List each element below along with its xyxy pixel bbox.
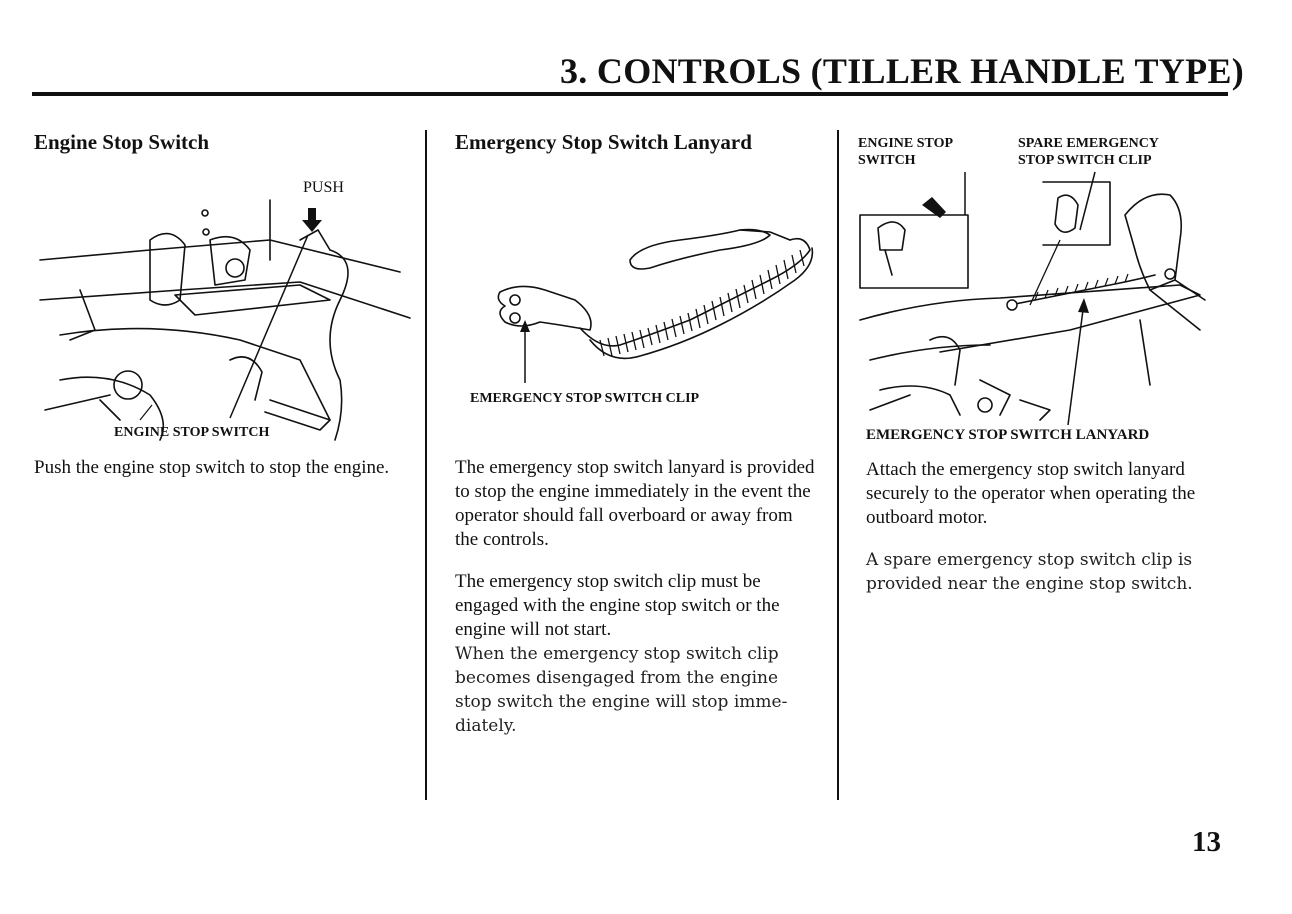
page-title: 3. CONTROLS (TILLER HANDLE TYPE) <box>560 51 1245 91</box>
spare-clip-label-line-1: SPARE EMERGENCY <box>1018 136 1159 151</box>
lanyard-paragraph-1: The emergency stop switch lanyard is pro… <box>455 457 815 550</box>
engine-stop-instruction: Push the engine stop switch to stop the … <box>34 457 390 478</box>
lanyard-paragraph-2-light: When the emergency stop switch clip beco… <box>455 644 788 736</box>
column-divider-right <box>837 130 839 800</box>
title-rule <box>32 92 1228 96</box>
engine-stop-label-line-2: SWITCH <box>858 153 916 168</box>
section-heading-engine-stop-switch: Engine Stop Switch <box>34 130 210 154</box>
emergency-stop-switch-clip-label: EMERGENCY STOP SWITCH CLIP <box>470 391 700 406</box>
attach-paragraph-2: A spare emergency stop switch clip is pr… <box>866 550 1193 594</box>
engine-stop-switch-label: ENGINE STOP SWITCH <box>114 425 270 440</box>
section-heading-lanyard: Emergency Stop Switch Lanyard <box>455 130 752 154</box>
lanyard-body: The emergency stop switch lanyard is pro… <box>455 456 815 738</box>
engine-stop-label-line-1: ENGINE STOP <box>858 136 954 151</box>
attach-paragraph-1: Attach the emergency stop switch lan­yar… <box>866 459 1196 528</box>
page-number: 13 <box>1192 826 1221 858</box>
lanyard-paragraph-2-bold: The emergency stop switch clip must be e… <box>455 571 780 640</box>
engine-stop-body: Push the engine stop switch to stop the … <box>34 456 404 480</box>
attach-body: Attach the emergency stop switch lan­yar… <box>866 458 1231 596</box>
column-divider-left <box>425 130 427 800</box>
spare-clip-label-line-2: STOP SWITCH CLIP <box>1018 153 1152 168</box>
push-label: PUSH <box>303 179 344 196</box>
emergency-stop-switch-lanyard-label: EMERGENCY STOP SWITCH LANYARD <box>866 427 1150 443</box>
